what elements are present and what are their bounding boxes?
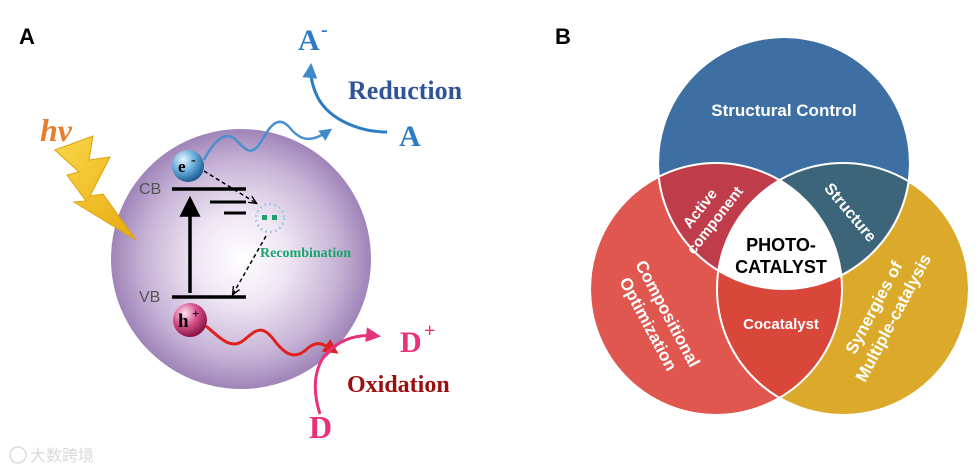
- center-photocatalyst: [717, 163, 842, 289]
- hole-charge: +: [192, 306, 199, 321]
- recombination-label: Recombination: [260, 246, 351, 261]
- cocatalyst-label: Cocatalyst: [743, 316, 819, 333]
- outline-right: [716, 162, 970, 416]
- catalyst-label: CATALYST: [735, 257, 827, 277]
- lightning-icon: [54, 135, 137, 241]
- photo-label: PHOTO-: [746, 235, 816, 255]
- outline-top: [657, 36, 911, 290]
- acceptor-symbol: A: [399, 120, 421, 153]
- hole-particle: [173, 303, 207, 337]
- oxidation-arrow: [313, 327, 381, 415]
- watermark-text: 大数跨境: [30, 446, 94, 465]
- outline-left: [589, 162, 843, 416]
- structural-control-label: Structural Control: [711, 101, 856, 120]
- hole-transfer-path: [205, 324, 339, 357]
- reduction-arrow: [302, 63, 388, 134]
- cb-label: CB: [139, 181, 161, 198]
- vb-label: VB: [139, 289, 160, 306]
- watermark-logo-icon: [9, 446, 27, 464]
- acceptor-reduced-charge: -: [321, 19, 328, 41]
- watermark: 大数跨境: [9, 446, 94, 465]
- donor-symbol: D: [309, 409, 332, 445]
- electron-charge: -: [191, 153, 196, 168]
- electron-particle: [172, 150, 204, 182]
- electron-symbol: e: [178, 157, 186, 176]
- panel-a-label: A: [19, 24, 35, 49]
- recombination-dot-2: [272, 215, 277, 220]
- donor-oxidized-symbol: D: [400, 326, 422, 359]
- panel-b-label: B: [555, 24, 571, 49]
- electron-trapping-arrow: [203, 170, 256, 203]
- recombination-center: [254, 202, 286, 234]
- electron-transfer-path: [202, 120, 333, 161]
- hole-symbol: h: [178, 311, 189, 332]
- photon-label: hv: [40, 112, 73, 148]
- reduction-label: Reduction: [348, 76, 463, 105]
- recombination-dot: [262, 215, 267, 220]
- acceptor-reduced-symbol: A: [298, 24, 320, 57]
- donor-oxidized-charge: +: [424, 320, 435, 342]
- oxidation-label: Oxidation: [347, 372, 450, 398]
